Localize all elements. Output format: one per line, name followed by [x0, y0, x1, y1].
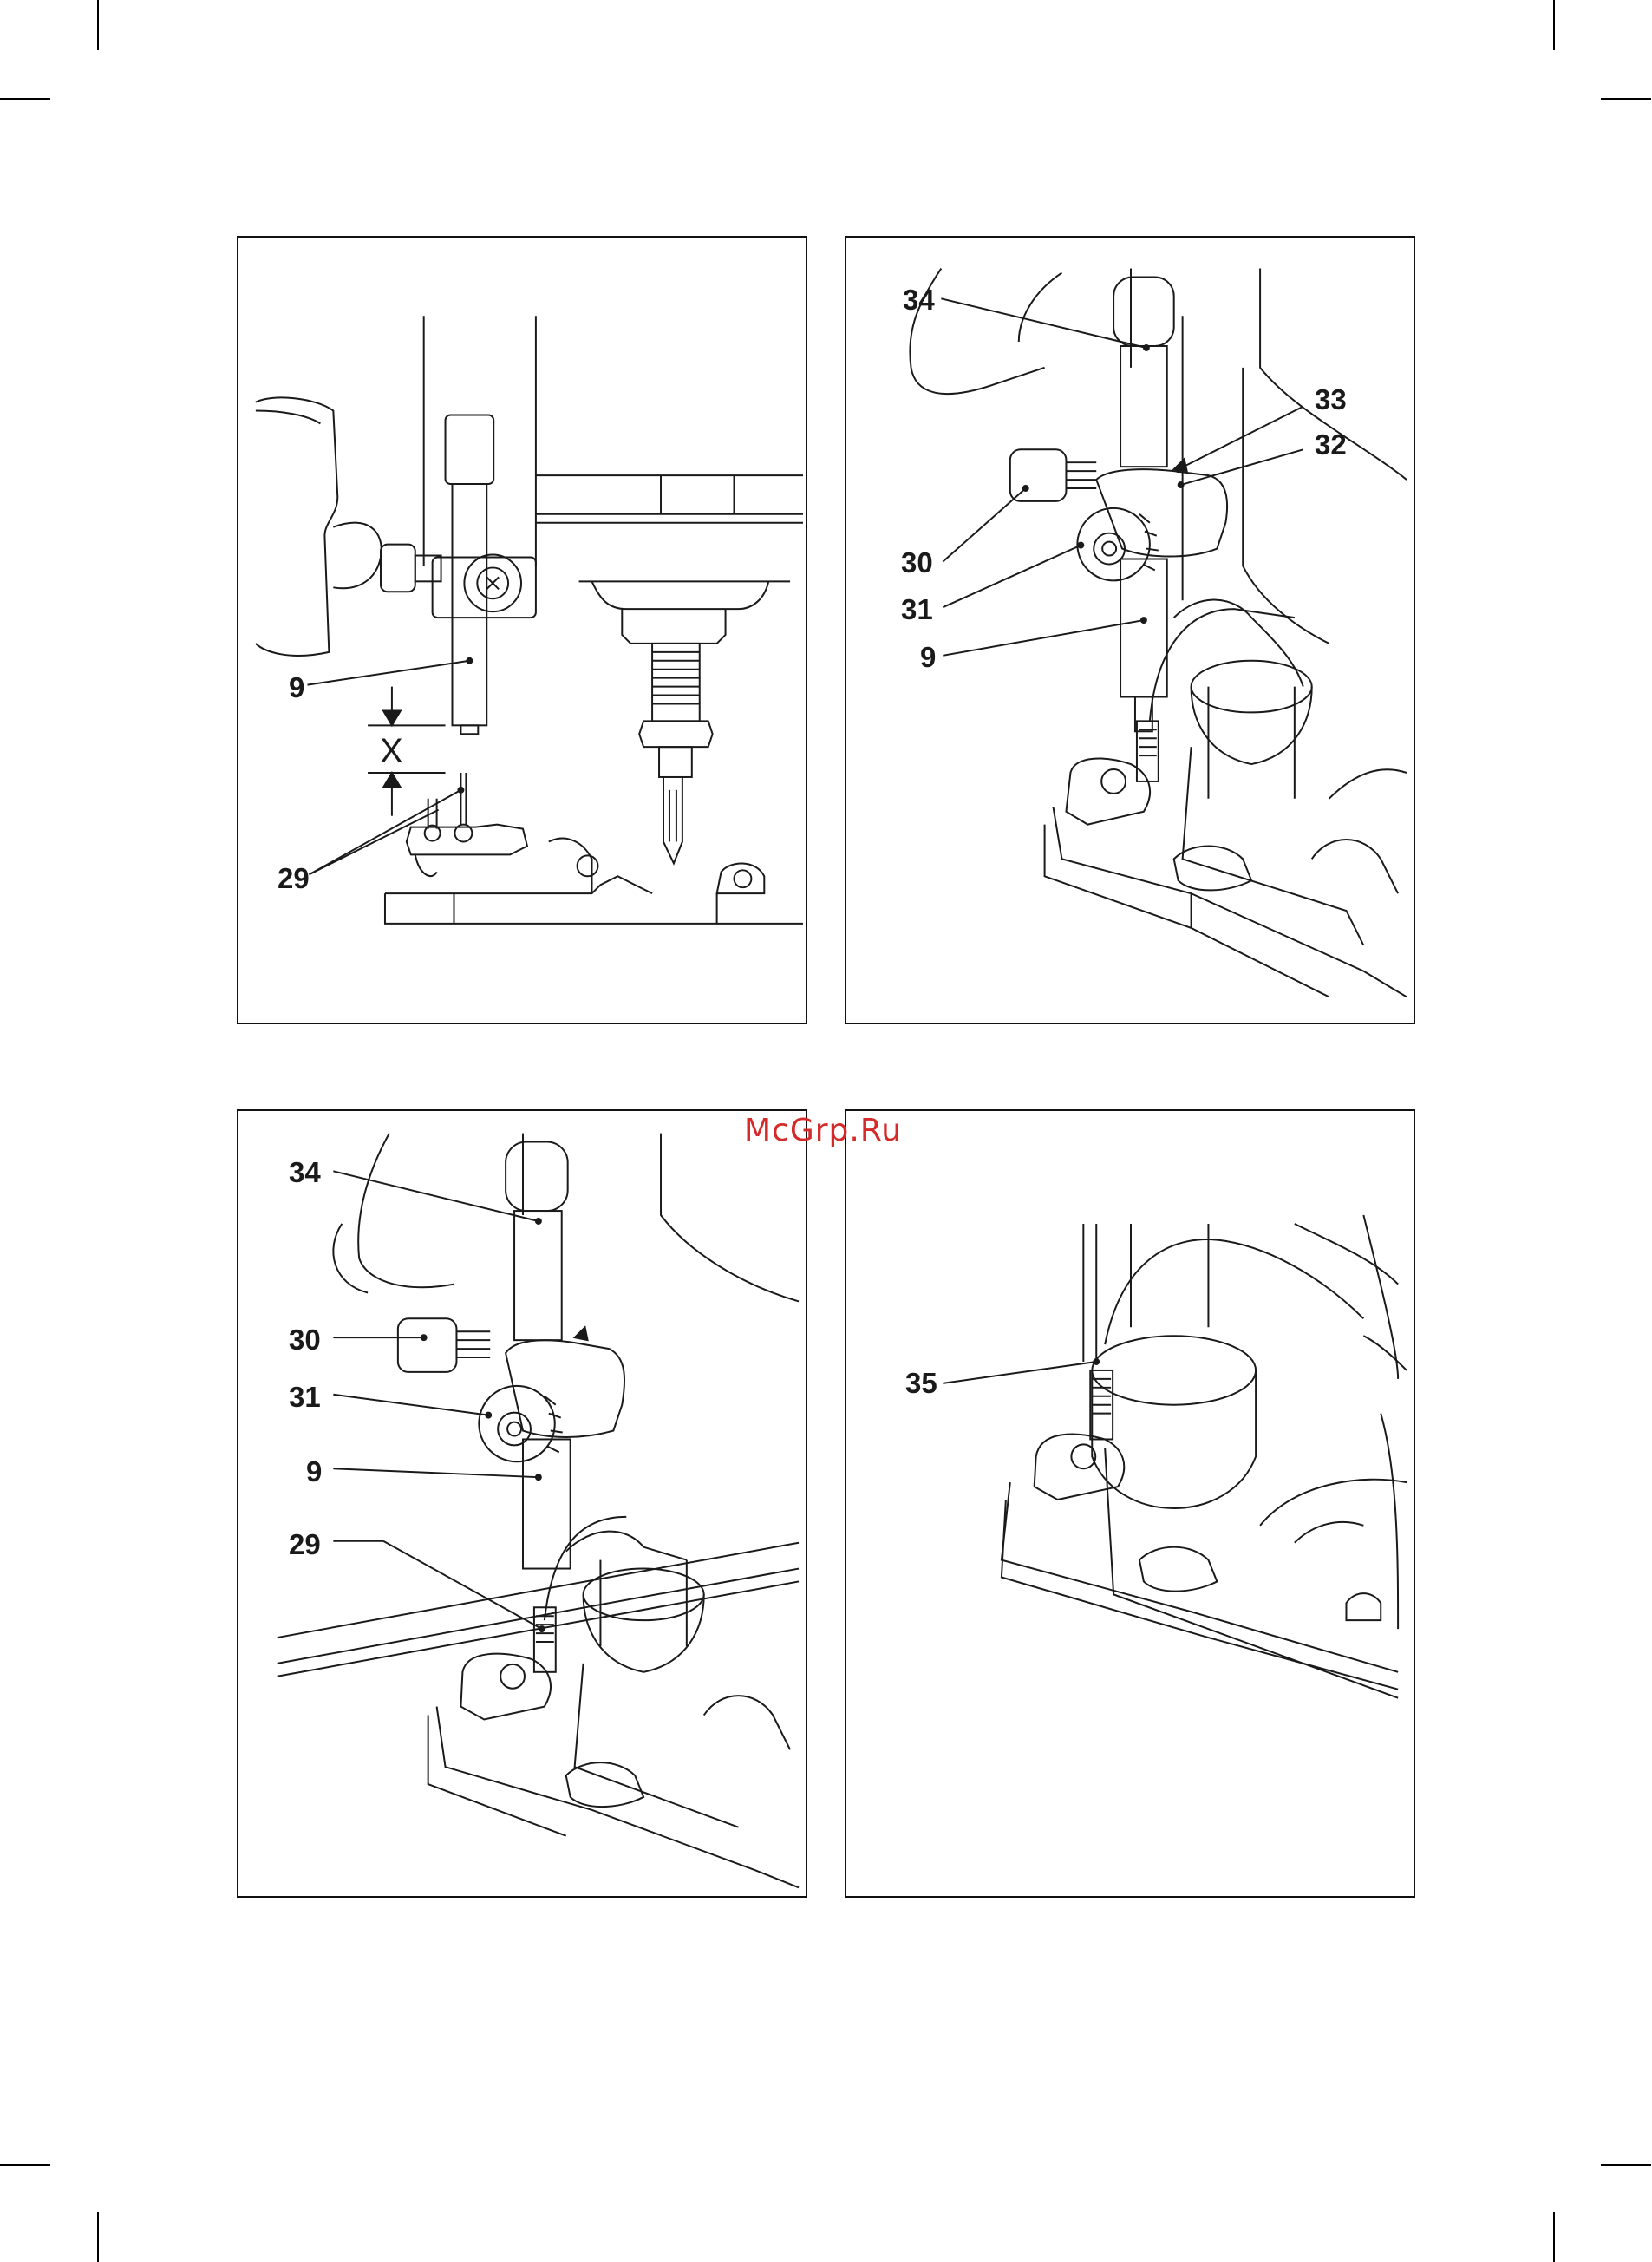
router-depth-preset-drawing: [238, 1111, 806, 1896]
label-32: 32: [1315, 430, 1347, 459]
figure-panel-d: 35: [845, 1109, 1415, 1898]
label-35: 35: [905, 1369, 937, 1397]
figure-panel-b: 34 33 32 30 31 9: [845, 236, 1415, 1024]
crop-mark: [1553, 0, 1555, 50]
label-34: 34: [289, 1158, 321, 1187]
crop-mark: [1553, 2212, 1555, 2262]
crop-mark: [0, 98, 50, 100]
watermark-text: McGrp.Ru: [744, 1113, 902, 1148]
crop-mark: [97, 0, 99, 50]
figure-panel-c: 34 30 31 9 29: [237, 1109, 807, 1898]
label-29: 29: [278, 864, 310, 892]
label-34: 34: [903, 285, 935, 314]
router-turret-screw-drawing: [846, 1111, 1414, 1896]
label-9: 9: [289, 673, 304, 702]
label-9: 9: [306, 1457, 322, 1486]
label-30: 30: [289, 1325, 321, 1354]
crop-mark: [0, 2164, 50, 2166]
crop-mark: [1601, 2164, 1651, 2166]
router-depth-stop-drawing: [238, 238, 806, 1023]
router-depth-adjustment-drawing: [846, 238, 1414, 1023]
label-33: 33: [1315, 385, 1347, 414]
label-31: 31: [901, 595, 933, 624]
crop-mark: [1601, 98, 1651, 100]
label-x: X: [380, 732, 403, 771]
label-29: 29: [289, 1530, 321, 1559]
figure-panel-a: 9 X 29: [237, 236, 807, 1024]
crop-mark: [97, 2212, 99, 2262]
label-31: 31: [289, 1383, 321, 1411]
label-30: 30: [901, 548, 933, 577]
label-9: 9: [920, 643, 936, 671]
